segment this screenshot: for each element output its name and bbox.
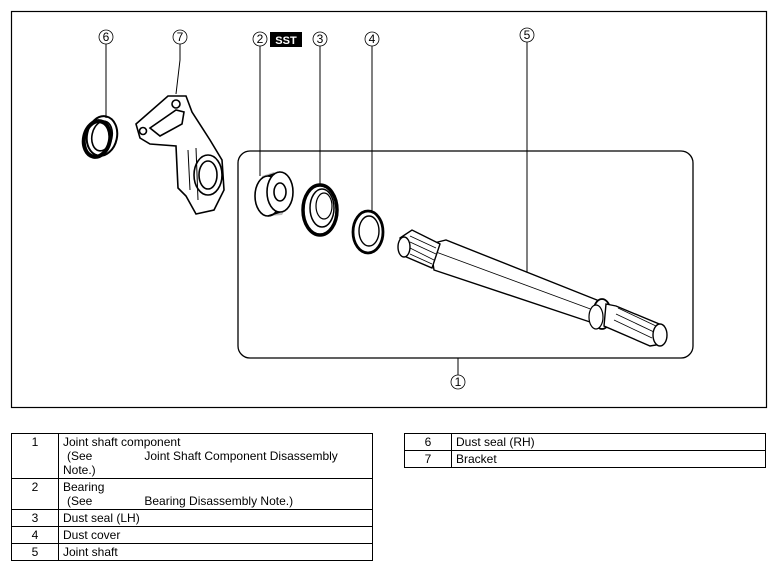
part-name: Joint shaft component — [63, 435, 181, 449]
part-number: 5 — [11, 543, 59, 561]
note-prefix: (See — [67, 494, 93, 508]
callout-2: 2 — [252, 31, 268, 47]
callout-6: 6 — [98, 29, 114, 45]
part-name: Dust seal (RH) — [451, 433, 766, 451]
note-reference-link[interactable]: Bearing Disassembly Note.) — [144, 494, 294, 508]
diagram-frame — [10, 10, 768, 409]
part-name: Bracket — [451, 450, 766, 468]
part-name: Dust seal (LH) — [58, 509, 373, 527]
note-prefix: (See — [67, 449, 93, 463]
part-description: Bearing (See Bearing Disassembly Note.) — [58, 478, 373, 510]
svg-text:1: 1 — [455, 375, 462, 389]
table-row: 4 Dust cover — [11, 526, 373, 544]
callout-7: 7 — [172, 29, 188, 45]
part-number: 3 — [11, 509, 59, 527]
part-description: Joint shaft component (See Joint Shaft Co… — [58, 433, 373, 479]
note-reference-link[interactable]: Joint Shaft Component Disassembly — [144, 449, 338, 463]
callout-1: 1 — [450, 374, 466, 390]
dust-seal-lh-part — [301, 183, 339, 237]
svg-text:4: 4 — [369, 32, 376, 46]
svg-text:3: 3 — [317, 32, 324, 46]
parts-table-right: 6 Dust seal (RH) 7 Bracket — [404, 433, 766, 468]
table-row: 5 Joint shaft — [11, 543, 373, 561]
leader-lines — [105, 40, 528, 376]
part-note: (See Joint Shaft Component Disassembly — [63, 449, 368, 463]
sst-badge — [270, 32, 302, 47]
joint-shaft-part — [397, 229, 668, 347]
part-note: (See Bearing Disassembly Note.) — [63, 494, 368, 508]
part-number: 6 — [404, 433, 452, 451]
part-name: Dust cover — [58, 526, 373, 544]
joint-shaft-component-box — [237, 150, 694, 359]
part-number: 2 — [11, 478, 59, 510]
callout-3: 3 — [312, 31, 328, 47]
svg-text:7: 7 — [177, 30, 184, 44]
dust-cover-part — [351, 209, 385, 255]
bearing-part — [254, 171, 294, 217]
parts-table-left: 1 Joint shaft component (See Joint Shaft … — [11, 433, 373, 561]
exploded-view-diagram: SST 6 7 2 3 4 5 1 — [10, 10, 768, 409]
bracket-part — [135, 95, 225, 215]
part-number: 7 — [404, 450, 452, 468]
part-number: 1 — [11, 433, 59, 479]
callout-5: 5 — [519, 27, 535, 43]
dust-seal-rh-part — [81, 115, 119, 159]
note-suffix: Note.) — [63, 463, 96, 477]
sst-badge-label: SST — [275, 35, 297, 47]
part-number: 4 — [11, 526, 59, 544]
part-name: Bearing — [63, 480, 105, 494]
callout-4: 4 — [364, 31, 380, 47]
svg-text:6: 6 — [103, 30, 110, 44]
table-row: 2 Bearing (See Bearing Disassembly Note.) — [11, 478, 373, 510]
table-row: 6 Dust seal (RH) — [404, 433, 766, 451]
table-row: 7 Bracket — [404, 450, 766, 468]
part-name: Joint shaft — [58, 543, 373, 561]
svg-text:5: 5 — [524, 28, 531, 42]
svg-text:2: 2 — [257, 32, 264, 46]
table-row: 1 Joint shaft component (See Joint Shaft … — [11, 433, 373, 479]
table-row: 3 Dust seal (LH) — [11, 509, 373, 527]
